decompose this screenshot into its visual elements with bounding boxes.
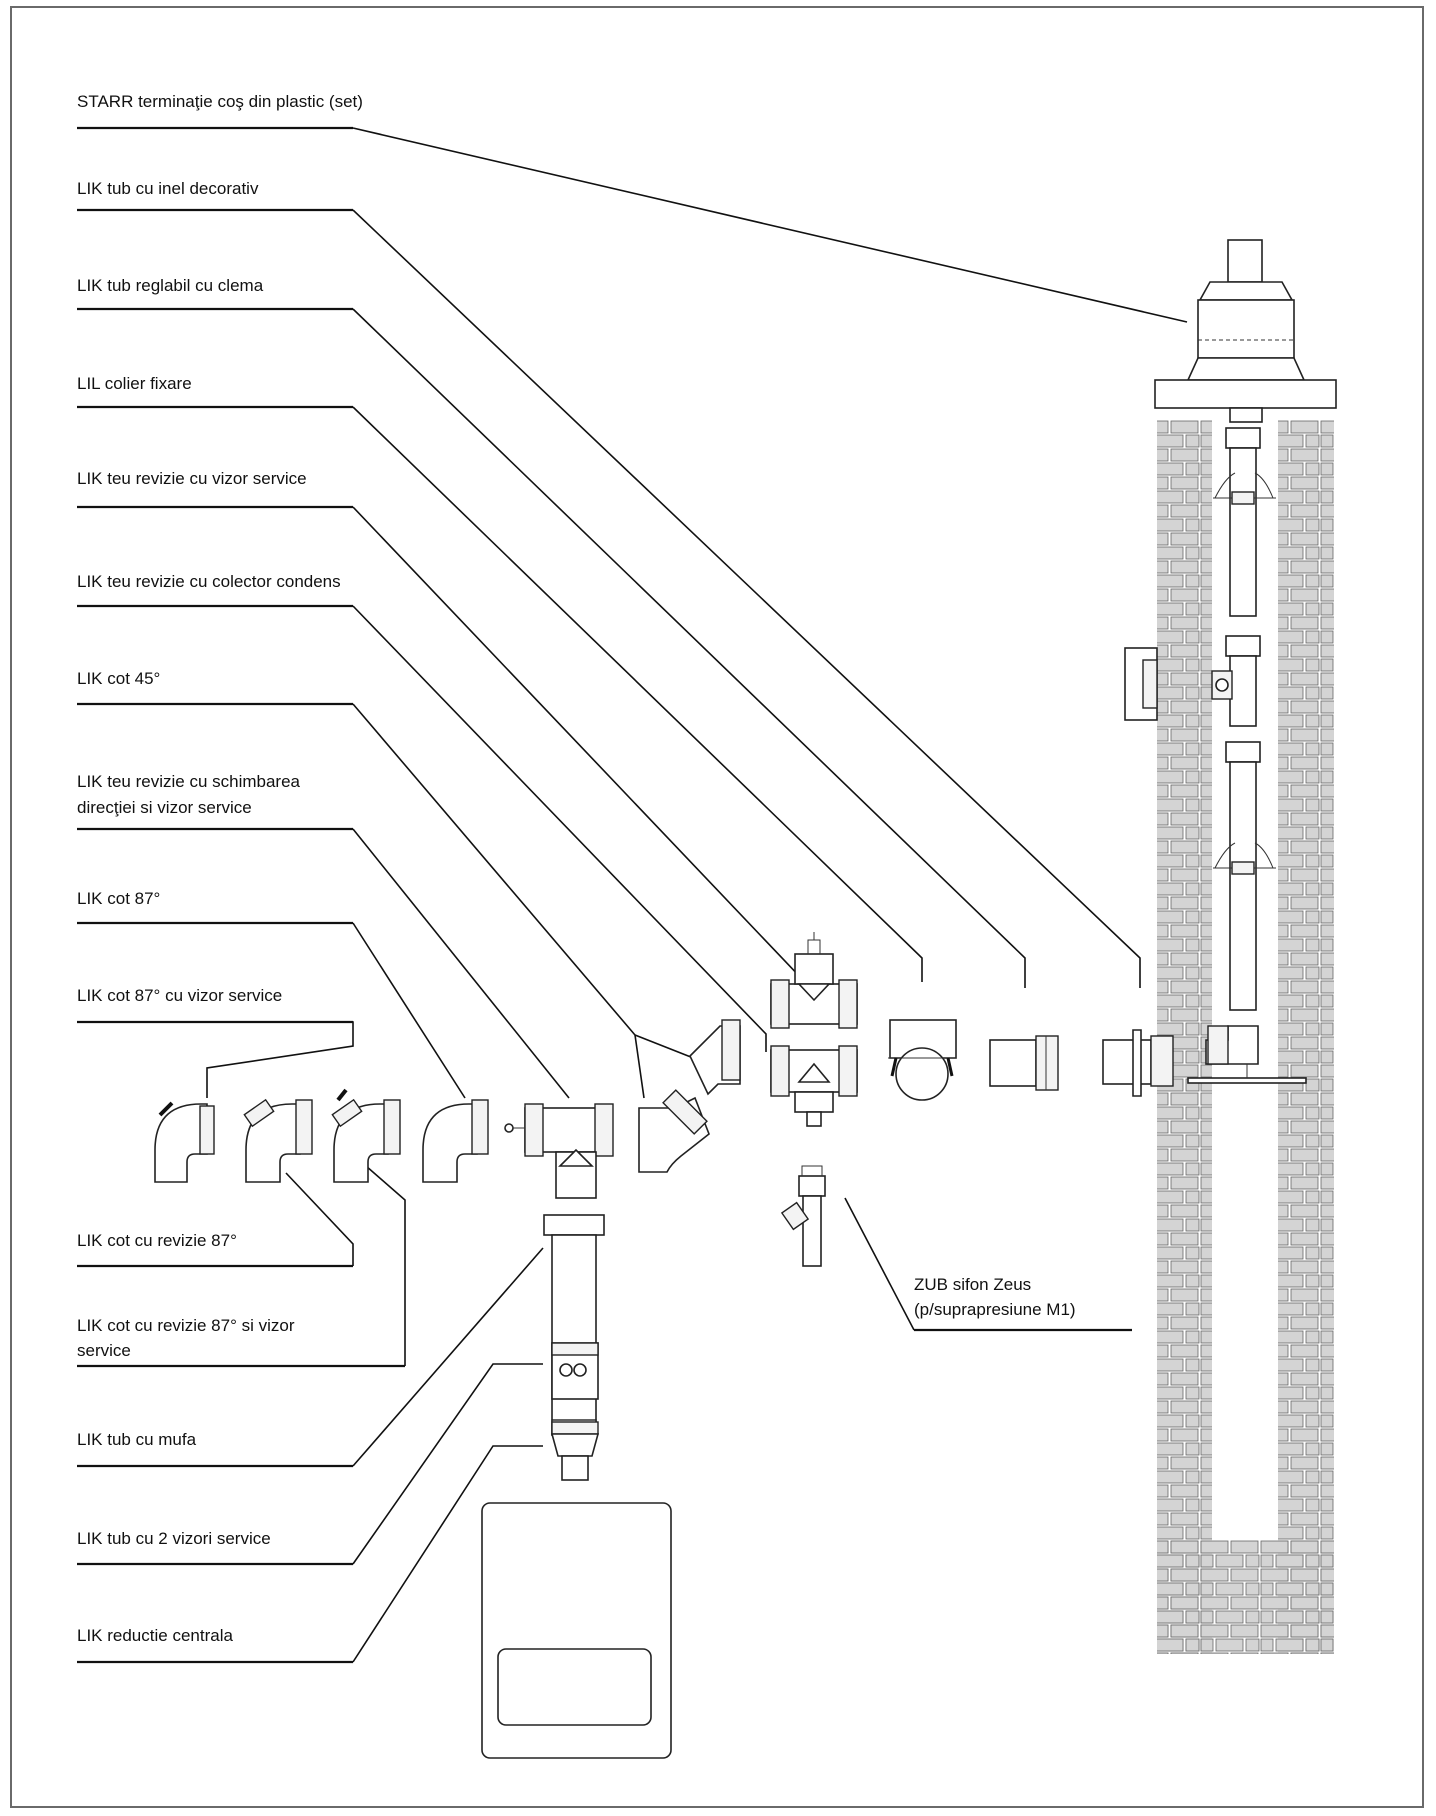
leader-cot45-c xyxy=(634,1034,645,1099)
part-tub-reglabil xyxy=(989,1035,1059,1091)
part-teu-colector xyxy=(770,1045,858,1127)
label-teu-schimbare: LIK teu revizie cu schimbarea direcţiei … xyxy=(77,772,353,831)
leader-zub xyxy=(844,1197,915,1331)
label-teu-colector-text: LIK teu revizie cu colector condens xyxy=(77,572,341,591)
label-cot-revizie-text: LIK cot cu revizie 87° xyxy=(77,1231,237,1250)
label-tub-mufa: LIK tub cu mufa xyxy=(77,1430,353,1468)
label-zub-line2: (p/suprapresiune M1) xyxy=(914,1300,1076,1319)
part-tub-2vizori xyxy=(551,1342,599,1400)
label-tub-mufa-text: LIK tub cu mufa xyxy=(77,1430,197,1449)
label-cot87-vizor: LIK cot 87° cu vizor service xyxy=(77,986,353,1024)
label-teu-vizor-text: LIK teu revizie cu vizor service xyxy=(77,469,307,488)
leader-reductie xyxy=(352,1445,543,1663)
part-cot87-vizor xyxy=(154,1101,215,1183)
leader-cot87 xyxy=(352,922,466,1099)
label-teu-colector: LIK teu revizie cu colector condens xyxy=(77,572,353,608)
leader-teu-vizor xyxy=(352,506,823,1012)
leader-cot87-vizor xyxy=(77,1021,354,1098)
label-reductie-text: LIK reductie centrala xyxy=(77,1626,233,1645)
part-teu-vizor xyxy=(770,932,858,1029)
part-cot-revizie-vizor xyxy=(331,1088,401,1183)
label-cot-revizie-vizor-line1: LIK cot cu revizie 87° si vizor xyxy=(77,1316,295,1335)
label-cot-revizie-vizor-line2: service xyxy=(77,1341,131,1360)
leader-cot-revizie xyxy=(285,1172,354,1266)
label-cot45: LIK cot 45° xyxy=(77,669,353,706)
starr-terminal xyxy=(1154,239,1337,423)
part-tub-mufa xyxy=(543,1214,605,1436)
label-cot-revizie-vizor: LIK cot cu revizie 87° si vizor service xyxy=(77,1316,405,1368)
label-reductie: LIK reductie centrala xyxy=(77,1626,353,1664)
leader-starr xyxy=(352,127,1188,323)
part-reductie xyxy=(550,1421,600,1481)
label-teu-vizor: LIK teu revizie cu vizor service xyxy=(77,469,353,509)
part-teu-schimbare xyxy=(504,1103,614,1199)
label-teu-schimbare-line1: LIK teu revizie cu schimbarea xyxy=(77,772,301,791)
label-cot87-vizor-text: LIK cot 87° cu vizor service xyxy=(77,986,282,1005)
leader-lines xyxy=(77,127,1188,1663)
leader-cot-revizie-vizor xyxy=(365,1165,406,1366)
chimney-pipes xyxy=(1187,427,1307,1084)
label-tub-inel-text: LIK tub cu inel decorativ xyxy=(77,179,259,198)
boiler xyxy=(481,1502,672,1759)
chimney-wall-right xyxy=(1278,420,1334,1654)
label-tub-2vizori-text: LIK tub cu 2 vizori service xyxy=(77,1529,271,1548)
label-tub-2vizori: LIK tub cu 2 vizori service xyxy=(77,1529,353,1566)
chimney-base xyxy=(1157,1540,1334,1654)
label-tub-reglabil-text: LIK tub reglabil cu clema xyxy=(77,276,264,295)
leader-teu-schimbare xyxy=(352,828,570,1099)
leader-cot45 xyxy=(352,703,636,1036)
label-tub-inel: LIK tub cu inel decorativ xyxy=(77,179,353,212)
label-colier-text: LIL colier fixare xyxy=(77,374,192,393)
part-zub-sifon xyxy=(780,1165,826,1267)
part-colier xyxy=(888,1019,957,1101)
leader-tub-2vizori xyxy=(352,1363,543,1565)
label-zub-line1: ZUB sifon Zeus xyxy=(914,1275,1031,1294)
leader-tub-inel xyxy=(352,209,1141,988)
label-zub: ZUB sifon Zeus (p/suprapresiune M1) xyxy=(914,1275,1132,1332)
leader-teu-colector xyxy=(352,605,767,1052)
label-cot87: LIK cot 87° xyxy=(77,889,353,925)
label-teu-schimbare-line2: direcţiei si vizor service xyxy=(77,798,252,817)
leader-tub-mufa xyxy=(352,1247,544,1467)
label-cot87-text: LIK cot 87° xyxy=(77,889,160,908)
label-starr: STARR terminaţie coş din plastic (set) xyxy=(77,92,363,130)
leader-tub-reglabil xyxy=(352,308,1026,988)
label-starr-text: STARR terminaţie coş din plastic (set) xyxy=(77,92,363,111)
label-cot45-text: LIK cot 45° xyxy=(77,669,160,688)
part-cot45 xyxy=(638,1019,741,1173)
label-colier: LIL colier fixare xyxy=(77,374,353,409)
leader-colier xyxy=(352,406,923,982)
part-tub-inel xyxy=(1102,1029,1174,1097)
part-cot-revizie xyxy=(243,1098,313,1183)
label-cot-revizie: LIK cot cu revizie 87° xyxy=(77,1231,353,1268)
label-tub-reglabil: LIK tub reglabil cu clema xyxy=(77,276,353,311)
part-cot87 xyxy=(422,1099,489,1183)
